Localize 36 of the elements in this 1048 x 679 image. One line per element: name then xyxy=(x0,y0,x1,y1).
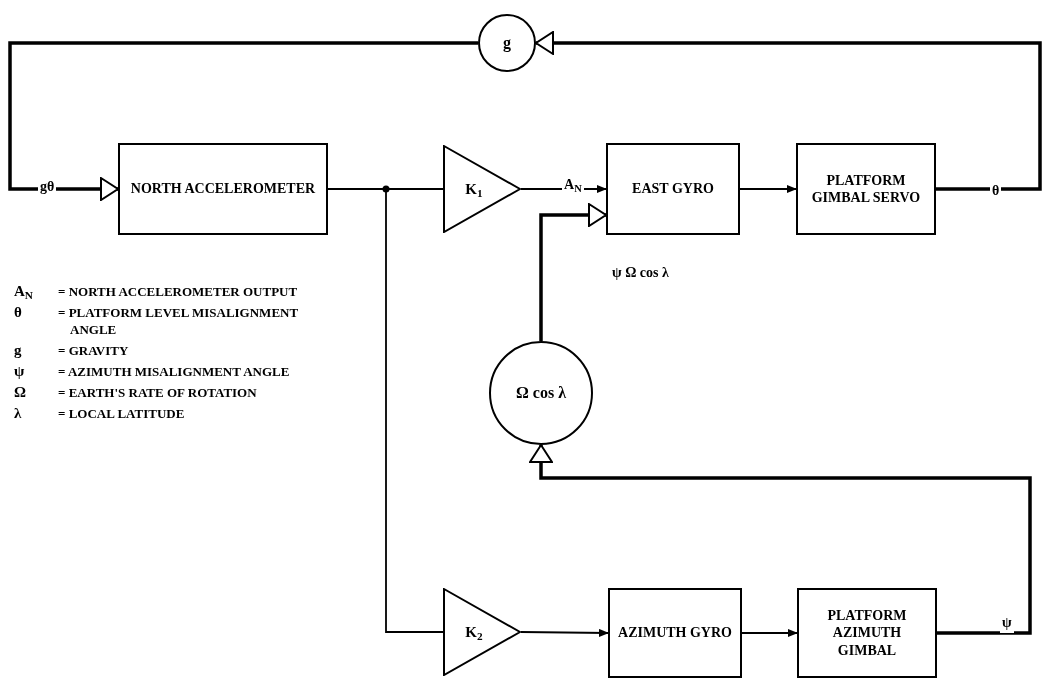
arrow xyxy=(520,185,607,193)
symbol-label: Ω xyxy=(14,384,27,401)
definition-text: = EARTH'S RATE OF ROTATION xyxy=(58,384,258,401)
signal-arrow xyxy=(535,31,1042,191)
node-label: PLATFORM GIMBAL SERVO xyxy=(810,171,922,207)
symbol-label: ψ xyxy=(14,363,26,380)
node-label: g xyxy=(502,33,512,53)
signal-arrow xyxy=(8,41,478,201)
arrow xyxy=(741,629,798,637)
node-label: NORTH ACCELEROMETER xyxy=(129,180,317,198)
process-box xyxy=(796,143,936,235)
node-label: AZIMUTH GYRO xyxy=(617,624,733,642)
arrow xyxy=(520,628,609,637)
process-box xyxy=(608,588,742,678)
definition-text: = AZIMUTH MISALIGNMENT ANGLE xyxy=(58,363,291,380)
node-label: K$_{2}$ xyxy=(465,622,483,644)
definition-text: = GRAVITY xyxy=(58,342,130,359)
symbol-label: λ xyxy=(14,405,23,422)
definition-text: = PLATFORM LEVEL MISALIGNMENT ANGLE xyxy=(58,304,299,338)
node-label: K$_{1}$ xyxy=(465,179,483,201)
amplifier-triangle xyxy=(443,145,521,233)
node-label: PLATFORM AZIMUTH GIMBAL xyxy=(826,606,908,660)
definition-text: = LOCAL LATITUDE xyxy=(58,405,186,422)
amplifier-triangle xyxy=(443,588,521,676)
signal-arrow xyxy=(529,444,1032,635)
process-box xyxy=(797,588,937,678)
process-box xyxy=(606,143,740,235)
symbol-label: A$_{N}$ xyxy=(14,283,34,300)
signal-arrow xyxy=(539,203,607,341)
symbol-label: g xyxy=(14,342,23,359)
node-label: Ω cos λ xyxy=(516,383,566,403)
symbol-label: θ xyxy=(14,304,23,322)
definition-text: = NORTH ACCELEROMETER OUTPUT xyxy=(58,283,299,300)
process-box xyxy=(118,143,328,235)
arrow xyxy=(739,185,797,193)
node-label: EAST GYRO xyxy=(631,180,715,198)
